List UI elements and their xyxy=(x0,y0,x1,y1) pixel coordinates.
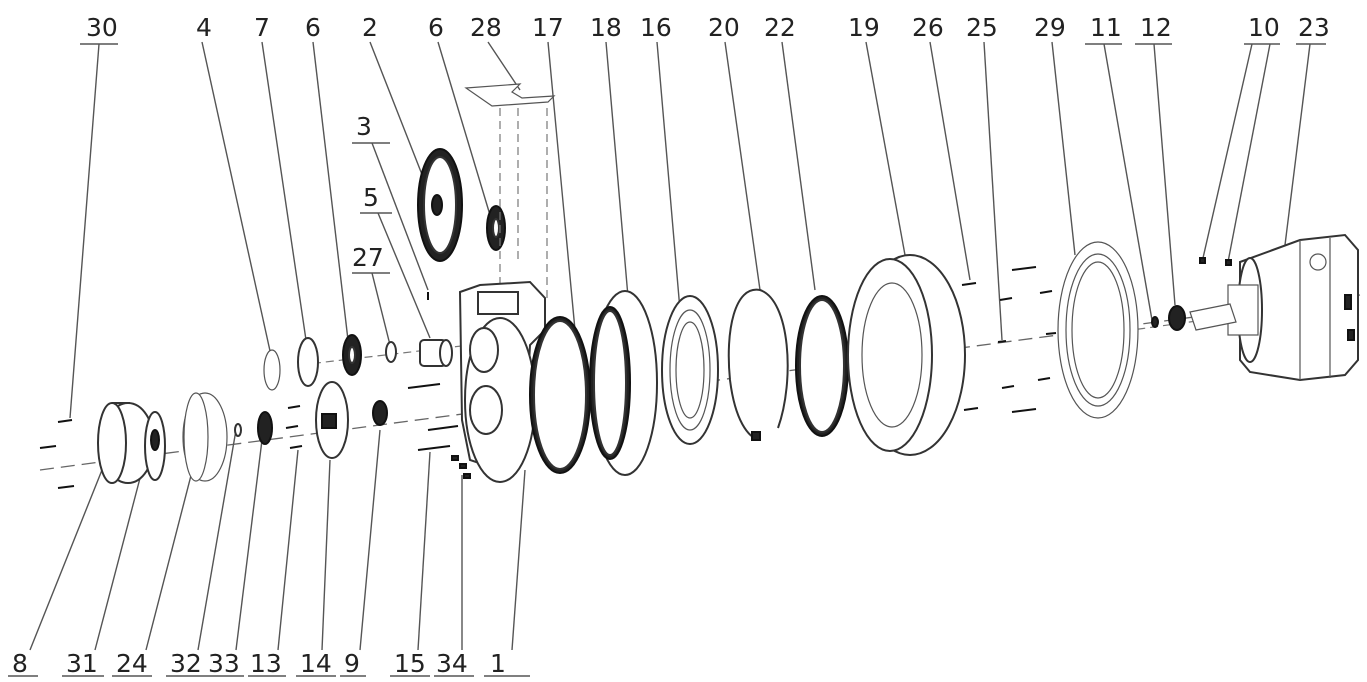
callout-29: 29 xyxy=(1034,13,1066,42)
callout-19: 19 xyxy=(848,13,880,42)
callout-3: 3 xyxy=(356,112,372,141)
callout-9: 9 xyxy=(344,649,360,678)
callout-34: 34 xyxy=(436,649,468,678)
bearing-6a xyxy=(342,334,362,376)
upper-left-parts xyxy=(263,83,556,391)
callout-26: 26 xyxy=(912,13,944,42)
callout-14: 14 xyxy=(300,649,332,678)
oring-22 xyxy=(795,295,849,437)
cover-29 xyxy=(1057,241,1139,419)
washer-27 xyxy=(385,341,397,363)
callout-32: 32 xyxy=(170,649,202,678)
screw-30 xyxy=(39,419,75,489)
callout-23: 23 xyxy=(1298,13,1330,42)
bearing-16 xyxy=(661,295,719,445)
callout-12: 12 xyxy=(1140,13,1172,42)
end-cap-8 xyxy=(97,402,155,484)
disc-24 xyxy=(182,392,228,482)
bushing-5 xyxy=(419,339,453,367)
callout-30: 30 xyxy=(86,13,118,42)
callout-1: 1 xyxy=(490,649,506,678)
callout-2: 2 xyxy=(362,13,378,42)
callout-6b: 6 xyxy=(428,13,444,42)
top-callouts: 30 4 7 6 2 6 28 17 18 16 20 22 19 26 25 … xyxy=(69,13,1330,419)
screws-13 xyxy=(285,405,303,449)
callout-4: 4 xyxy=(196,13,212,42)
callout-11: 11 xyxy=(1090,13,1122,42)
bearing-31 xyxy=(144,411,166,481)
callout-17: 17 xyxy=(532,13,564,42)
screws-15 xyxy=(407,383,459,451)
ring-7 xyxy=(297,337,319,387)
callout-16: 16 xyxy=(640,13,672,42)
callout-10: 10 xyxy=(1248,13,1280,42)
screws-25 xyxy=(997,290,1057,389)
callout-20: 20 xyxy=(708,13,740,42)
callout-33: 33 xyxy=(208,649,240,678)
bearing-9 xyxy=(372,400,388,426)
bottom-callouts: 8 31 24 32 33 13 14 9 15 34 1 xyxy=(8,429,530,678)
callout-22: 22 xyxy=(764,13,796,42)
callout-15: 15 xyxy=(394,649,426,678)
callout-7: 7 xyxy=(254,13,270,42)
callout-31: 31 xyxy=(66,649,98,678)
callout-6a: 6 xyxy=(305,13,321,42)
pins-34 xyxy=(451,455,471,479)
callout-25: 25 xyxy=(966,13,998,42)
ring-gear-19 xyxy=(847,254,966,456)
callout-8: 8 xyxy=(12,649,28,678)
callout-5: 5 xyxy=(363,183,379,212)
callout-24: 24 xyxy=(116,649,148,678)
washer-11 xyxy=(1151,316,1159,328)
snap-ring-20 xyxy=(727,288,789,441)
bearing-12 xyxy=(1168,305,1186,331)
oring-17 xyxy=(529,316,591,474)
washer-32 xyxy=(234,423,242,437)
plate-28 xyxy=(464,83,556,107)
pins-10 xyxy=(1199,257,1232,266)
callout-28: 28 xyxy=(470,13,502,42)
housing-1 xyxy=(458,280,546,483)
gear-2 xyxy=(417,148,463,262)
seal-18 xyxy=(589,290,658,476)
callout-13: 13 xyxy=(250,649,282,678)
plate-14 xyxy=(315,381,349,459)
screws-26 xyxy=(961,266,1037,413)
bearing-33 xyxy=(257,411,273,445)
left-parts xyxy=(39,381,388,489)
disc-4 xyxy=(263,349,281,391)
motor-23 xyxy=(1189,233,1359,382)
bearing-6b xyxy=(486,205,506,251)
callout-18: 18 xyxy=(590,13,622,42)
callout-27: 27 xyxy=(352,243,384,272)
